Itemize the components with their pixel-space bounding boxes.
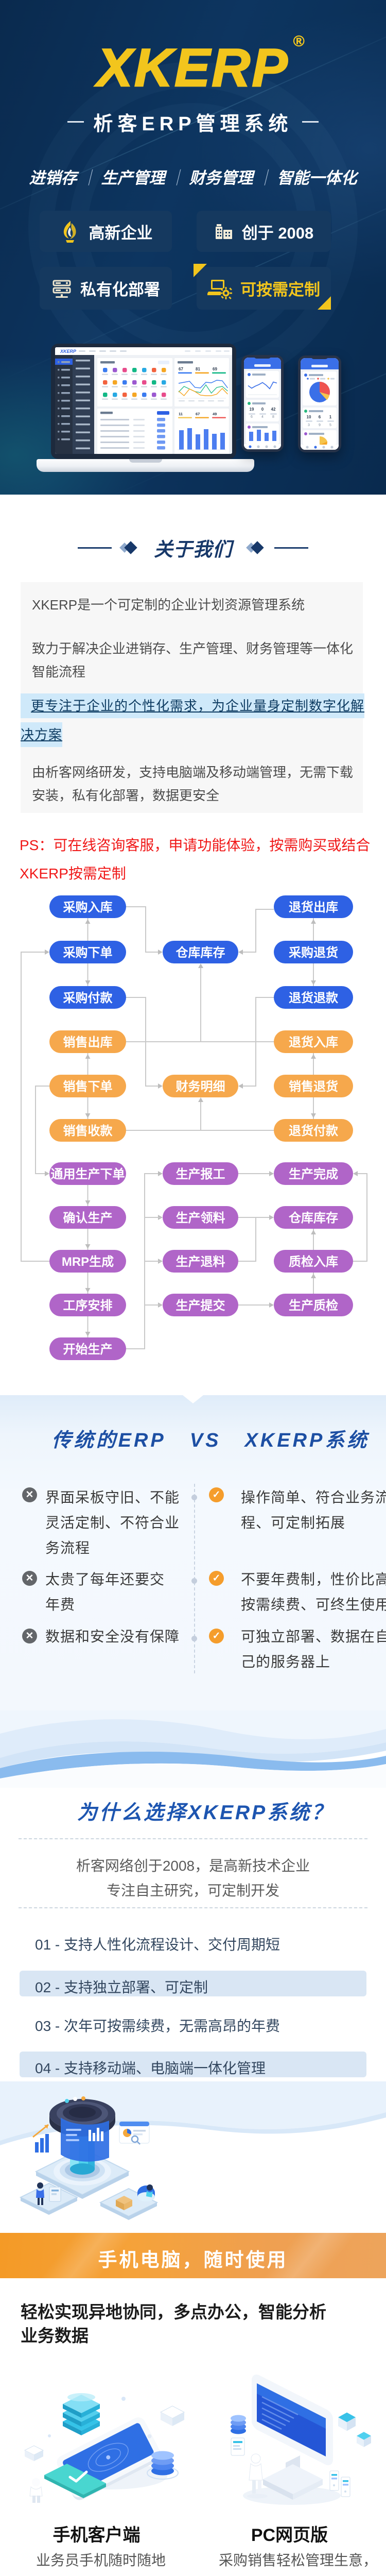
svg-text:生产质检: 生产质检 (289, 1298, 338, 1313)
svg-text:6: 6 (319, 415, 321, 419)
svg-text:生产领料: 生产领料 (176, 1211, 225, 1225)
svg-text:XKERP: XKERP (60, 349, 77, 354)
svg-text:退货退款: 退货退款 (289, 991, 339, 1005)
svg-text:退货付款: 退货付款 (289, 1124, 339, 1138)
svg-text:销售退货: 销售退货 (289, 1079, 338, 1094)
svg-text:销售收款: 销售收款 (63, 1124, 113, 1138)
svg-text:质检入库: 质检入库 (289, 1255, 338, 1269)
svg-text:5: 5 (329, 423, 331, 427)
svg-text:生产完成: 生产完成 (289, 1167, 338, 1181)
svg-text:退货入库: 退货入库 (289, 1035, 338, 1049)
svg-text:69: 69 (213, 367, 217, 371)
svg-text:采购下单: 采购下单 (63, 946, 113, 960)
svg-text:财务明细: 财务明细 (176, 1079, 225, 1094)
svg-text:10: 10 (307, 415, 311, 419)
svg-text:67: 67 (196, 412, 200, 416)
svg-text:开始生产: 开始生产 (63, 1342, 113, 1357)
svg-text:采购退货: 采购退货 (289, 945, 338, 960)
svg-text:4: 4 (261, 415, 264, 419)
svg-text:6: 6 (251, 415, 253, 419)
svg-text:42: 42 (271, 407, 276, 412)
svg-text:0: 0 (261, 407, 264, 412)
svg-text:49: 49 (213, 412, 217, 416)
svg-text:销售下单: 销售下单 (63, 1079, 113, 1094)
svg-text:确认生产: 确认生产 (63, 1211, 113, 1225)
svg-text:采购付款: 采购付款 (63, 991, 113, 1005)
svg-text:81: 81 (196, 367, 200, 371)
svg-text:MRP生成: MRP生成 (62, 1255, 114, 1269)
svg-text:退货出库: 退货出库 (289, 900, 338, 914)
svg-text:工序安排: 工序安排 (63, 1298, 113, 1313)
svg-text:9: 9 (319, 423, 321, 427)
svg-text:11: 11 (179, 412, 183, 416)
svg-text:采购入库: 采购入库 (63, 901, 113, 914)
svg-text:生产提交: 生产提交 (176, 1298, 225, 1313)
svg-text:通用生产下单: 通用生产下单 (51, 1167, 125, 1181)
svg-text:生产退料: 生产退料 (176, 1255, 225, 1269)
svg-text:3: 3 (308, 423, 310, 427)
svg-text:67: 67 (179, 367, 183, 371)
svg-text:19: 19 (250, 407, 254, 412)
svg-text:8: 8 (272, 415, 274, 419)
svg-text:仓库库存: 仓库库存 (288, 1211, 338, 1225)
svg-text:仓库库存: 仓库库存 (176, 945, 225, 960)
svg-text:生产报工: 生产报工 (176, 1167, 225, 1181)
svg-text:1: 1 (329, 415, 332, 419)
svg-text:销售出库: 销售出库 (63, 1035, 113, 1049)
